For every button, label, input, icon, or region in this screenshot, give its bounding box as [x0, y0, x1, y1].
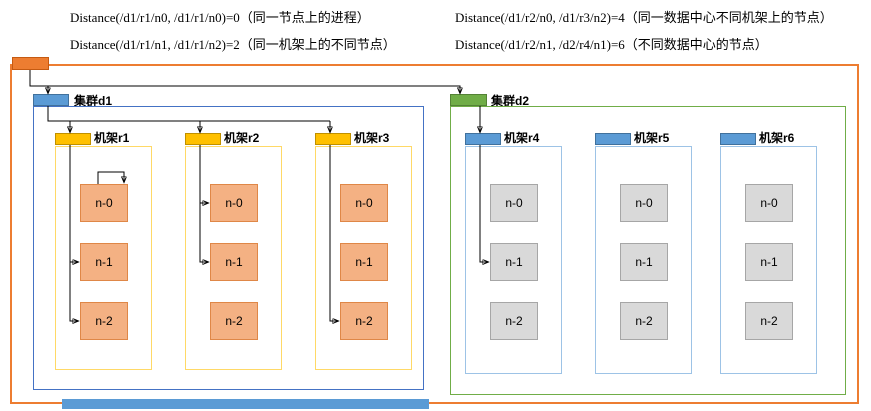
cluster-d2-box: [450, 106, 846, 395]
node-r2-n1: n-1: [210, 243, 258, 281]
bottom-blue-bar: [62, 399, 429, 409]
rack-r6-marker: [720, 133, 756, 145]
distance-formula-4: Distance(/d1/r2/n0, /d1/r3/n2)=4（同一数据中心不…: [455, 10, 833, 25]
node-r2-n2: n-2: [210, 302, 258, 340]
cluster-d2-label: 集群d2: [491, 94, 530, 108]
node-r5-n1: n-1: [620, 243, 668, 281]
rack-r2-box: [185, 146, 282, 370]
rack-r2-marker: [185, 133, 221, 145]
rack-r1-label: 机架r1: [94, 131, 130, 145]
node-r5-n2: n-2: [620, 302, 668, 340]
cluster-d1-label: 集群d1: [74, 94, 113, 108]
rack-r6-box: [720, 146, 817, 374]
cluster-d2-marker: [450, 94, 487, 106]
rack-r3-box: [315, 146, 412, 370]
node-r6-n1: n-1: [745, 243, 793, 281]
node-r3-n2: n-2: [340, 302, 388, 340]
rack-r4-label: 机架r4: [504, 131, 540, 145]
node-r3-n0: n-0: [340, 184, 388, 222]
rack-r1-marker: [55, 133, 91, 145]
node-r3-n1: n-1: [340, 243, 388, 281]
root-marker: [12, 57, 49, 70]
node-r1-n2: n-2: [80, 302, 128, 340]
node-r2-n0: n-0: [210, 184, 258, 222]
distance-formula-6: Distance(/d1/r2/n1, /d2/r4/n1)=6（不同数据中心的…: [455, 37, 768, 52]
node-r6-n0: n-0: [745, 184, 793, 222]
rack-r5-label: 机架r5: [634, 131, 670, 145]
node-r4-n0: n-0: [490, 184, 538, 222]
rack-r5-box: [595, 146, 692, 374]
cluster-d1-marker: [33, 94, 69, 106]
root-box: [10, 64, 859, 404]
node-r5-n0: n-0: [620, 184, 668, 222]
rack-r4-marker: [465, 133, 501, 145]
node-r1-n1: n-1: [80, 243, 128, 281]
distance-formula-0: Distance(/d1/r1/n0, /d1/r1/n0)=0（同一节点上的进…: [70, 10, 370, 25]
rack-r1-box: [55, 146, 152, 370]
rack-r3-marker: [315, 133, 351, 145]
node-r4-n1: n-1: [490, 243, 538, 281]
rack-r4-box: [465, 146, 562, 374]
rack-r5-marker: [595, 133, 631, 145]
node-r4-n2: n-2: [490, 302, 538, 340]
rack-r3-label: 机架r3: [354, 131, 390, 145]
node-r6-n2: n-2: [745, 302, 793, 340]
distance-formula-2: Distance(/d1/r1/n1, /d1/r1/n2)=2（同一机架上的不…: [70, 37, 396, 52]
rack-r2-label: 机架r2: [224, 131, 260, 145]
rack-r6-label: 机架r6: [759, 131, 795, 145]
node-r1-n0: n-0: [80, 184, 128, 222]
